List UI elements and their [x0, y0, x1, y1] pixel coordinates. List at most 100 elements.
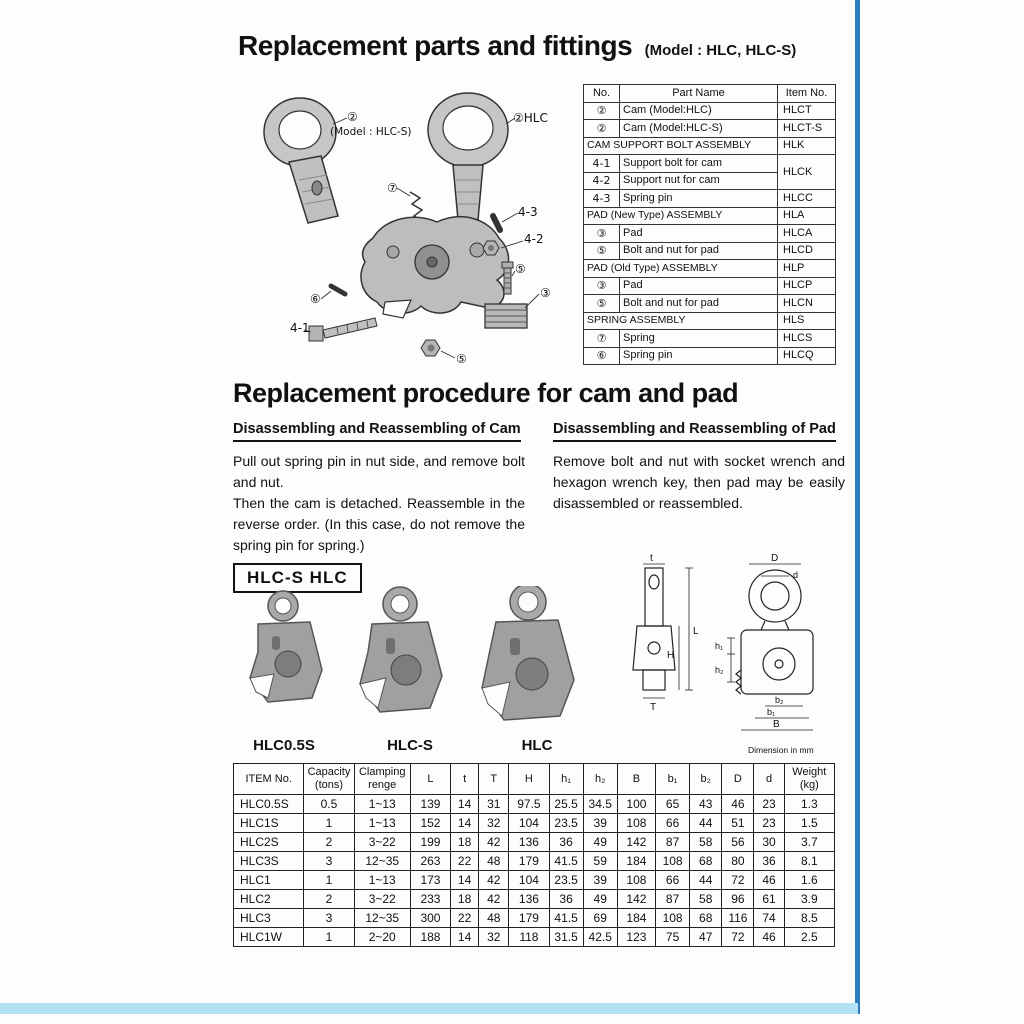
- callout-4-1: 4-1: [290, 321, 310, 335]
- parts-item-cell: HLCD: [777, 241, 836, 260]
- callout-4-2: 4-2: [524, 232, 544, 246]
- spec-item-cell: HLC3: [232, 908, 305, 928]
- spec-value-cell: 18: [450, 889, 480, 909]
- callout-spring: ⑦: [387, 181, 398, 195]
- spec-header-cell: T: [478, 763, 510, 795]
- spec-value-cell: 87: [654, 832, 691, 852]
- spec-value-cell: 39: [582, 870, 618, 890]
- spec-value-cell: 188: [409, 927, 452, 947]
- spec-value-cell: 14: [450, 870, 480, 890]
- parts-section-cell: PAD (New Type) ASSEMBLY: [583, 206, 778, 225]
- spec-value-cell: 72: [721, 927, 755, 947]
- spec-value-cell: 47: [689, 927, 723, 947]
- spec-value-cell: 44: [689, 813, 723, 833]
- spec-value-cell: 97.5: [508, 794, 550, 814]
- pad-procedure-section: Disassembling and Reassembling of Pad Re…: [553, 420, 845, 514]
- support-bolt-4-1-drawing: [308, 317, 378, 342]
- spec-header-cell: L: [409, 763, 452, 795]
- spec-value-cell: 136: [508, 889, 550, 909]
- front-view-dim-lines: [727, 563, 813, 731]
- clamp-body-drawing: [360, 216, 510, 319]
- pad-procedure-para1: Remove bolt and nut with socket wrench a…: [553, 453, 845, 511]
- bottom-accent-bar: [0, 1003, 858, 1014]
- dim-label-t: t: [650, 553, 653, 564]
- spec-value-cell: 108: [654, 851, 691, 871]
- parts-no-cell: ③: [583, 276, 620, 295]
- parts-item-cell: HLCC: [777, 189, 836, 208]
- spec-value-cell: 300: [409, 908, 452, 928]
- spec-header-cell: t: [450, 763, 480, 795]
- callout-4-3: 4-3: [518, 205, 538, 219]
- spec-value-cell: 3.9: [783, 889, 836, 909]
- title-row: Replacement parts and fittings (Model : …: [238, 30, 796, 62]
- spec-value-cell: 173: [409, 870, 452, 890]
- spec-value-cell: 1: [303, 870, 355, 890]
- spec-value-cell: 65: [654, 794, 691, 814]
- spec-value-cell: 49: [582, 889, 618, 909]
- spec-value-cell: 108: [616, 870, 657, 890]
- spring-pin-6-drawing: [328, 283, 348, 297]
- spec-value-cell: 30: [753, 832, 785, 852]
- dim-label-b1: b₁: [767, 707, 775, 717]
- dim-label-h1: h₁: [715, 641, 723, 651]
- side-view-drawing: [632, 567, 676, 691]
- spec-header-cell: Weight(kg): [783, 763, 836, 795]
- spec-header-cell: h₂: [582, 763, 618, 795]
- dimension-note: Dimension in mm: [748, 745, 814, 755]
- callout-model-hlcs: (Model : HLC-S): [330, 126, 412, 138]
- spec-value-cell: 179: [508, 908, 550, 928]
- spec-value-cell: 0.5: [303, 794, 355, 814]
- spec-value-cell: 8.5: [783, 908, 836, 928]
- front-view-drawing: [735, 569, 814, 695]
- parts-item-cell: HLCT-S: [777, 119, 836, 138]
- spec-header-cell: D: [721, 763, 755, 795]
- parts-item-cell: HLCQ: [777, 346, 836, 365]
- parts-item-cell: HLP: [777, 259, 836, 278]
- spec-value-cell: 12~35: [353, 908, 411, 928]
- spec-value-cell: 152: [409, 813, 452, 833]
- product-label-hlcs: HLC-S: [387, 737, 433, 754]
- spec-value-cell: 48: [478, 851, 510, 871]
- spec-value-cell: 66: [654, 813, 691, 833]
- spec-value-cell: 23.5: [548, 813, 584, 833]
- spec-value-cell: 58: [689, 889, 723, 909]
- parts-item-cell: HLS: [777, 311, 836, 330]
- side-view-dim-lines: [643, 563, 693, 699]
- pad-bolt-drawing: [501, 261, 514, 295]
- spec-value-cell: 12~35: [353, 851, 411, 871]
- spec-value-cell: 263: [409, 851, 452, 871]
- parts-name-cell: Spring: [619, 329, 778, 348]
- spec-value-cell: 32: [478, 927, 510, 947]
- spec-value-cell: 1~13: [353, 870, 411, 890]
- dim-label-D: D: [771, 553, 778, 564]
- spec-header-cell: B: [616, 763, 657, 795]
- spec-value-cell: 46: [753, 927, 785, 947]
- spec-value-cell: 42: [478, 870, 510, 890]
- side-accent-bar: [855, 0, 860, 1014]
- dim-label-h2: h₂: [715, 665, 724, 675]
- cam-procedure-heading: Disassembling and Reassembling of Cam: [233, 421, 521, 442]
- parts-name-cell: Cam (Model:HLC): [619, 101, 778, 120]
- spec-value-cell: 59: [582, 851, 618, 871]
- parts-name-cell: Cam (Model:HLC-S): [619, 119, 778, 138]
- parts-no-cell: ⑥: [583, 346, 620, 365]
- dim-label-H: H: [667, 650, 674, 661]
- dim-label-b2: b₂: [775, 695, 784, 705]
- parts-no-cell: ⑤: [583, 241, 620, 260]
- spec-value-cell: 58: [689, 832, 723, 852]
- spec-value-cell: 14: [450, 813, 480, 833]
